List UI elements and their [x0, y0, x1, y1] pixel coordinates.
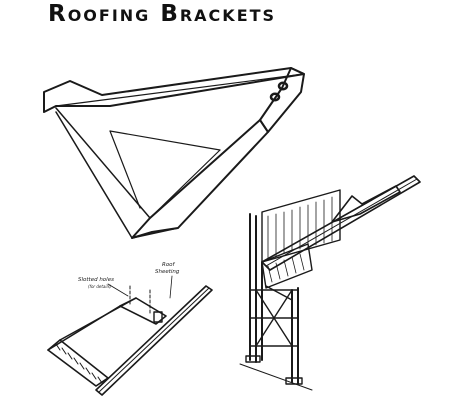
bracket-web-left: [55, 111, 133, 239]
scaffold-ledgers: [249, 285, 299, 347]
roof-sheeting: [95, 285, 213, 396]
bracket-web-inner: [55, 107, 151, 219]
bracket-foot: [131, 227, 179, 239]
house-wall: [261, 189, 341, 263]
bracket-figure: [43, 67, 305, 239]
label-leader: [107, 283, 129, 297]
fixing-bolt-icon: [153, 311, 163, 323]
bracket-support-arm: [59, 297, 137, 341]
bracket-detail-figure: Slotted holes (for details) Roof Sheetin…: [47, 262, 213, 396]
toe-board-hatching: [55, 343, 103, 384]
bracket-rail-edge: [55, 73, 305, 107]
scaffold-standards: [249, 213, 299, 385]
bolt-hole-icon: [269, 81, 289, 102]
roof-sheeting-label-line2: Sheeting: [155, 269, 180, 275]
bracket-top-rail: [43, 67, 305, 113]
wall-shading: [267, 196, 333, 259]
ground-line: [239, 363, 313, 391]
platform-hatching: [267, 253, 305, 283]
page-title: Roofing Brackets: [48, 1, 277, 27]
bracket-web-strut: [109, 130, 141, 209]
toe-board: [47, 339, 109, 387]
bracket-web-cross: [109, 130, 221, 151]
roof-bracket-rail: [339, 199, 373, 219]
roof-slope-edge: [265, 178, 418, 267]
slotted-holes-sublabel: (for details): [88, 284, 112, 289]
base-plate-icon: [245, 355, 261, 363]
scaffold-platform: [261, 243, 313, 289]
roof-sheeting-edge: [98, 287, 210, 393]
roof-sheeting-label-line1: Roof: [162, 262, 176, 268]
slotted-holes-label: Slotted holes: [78, 277, 114, 283]
label-leader: [169, 275, 173, 299]
roof-bracket: [331, 185, 401, 223]
scaffold-figure: [239, 175, 421, 391]
bracket-arm: [119, 297, 167, 325]
bracket-web-back: [149, 149, 221, 219]
bracket-diagonal-brace: [131, 119, 269, 239]
